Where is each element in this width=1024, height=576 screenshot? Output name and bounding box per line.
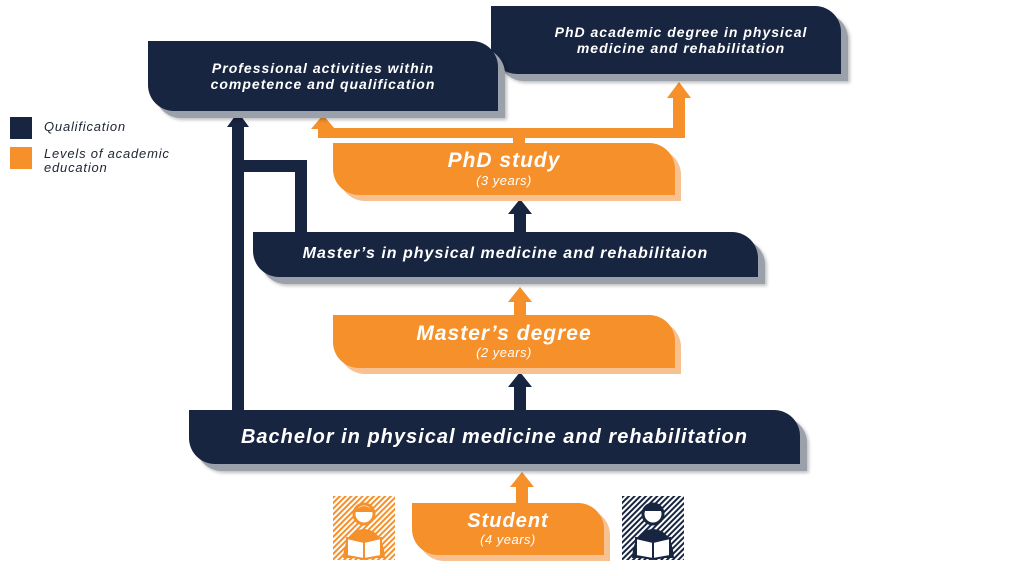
student-title: Student <box>467 510 549 533</box>
masters-degree-duration: (2 years) <box>476 345 532 361</box>
masters-degree-title: Master’s degree <box>416 321 592 345</box>
masters-rehab-label: Master’s in physical medicine and rehabi… <box>302 245 709 263</box>
legend-qualification-label: Qualification <box>44 119 126 134</box>
reading-person-orange-icon <box>333 496 395 560</box>
phd-study-box: PhD study (3 years) <box>333 143 675 195</box>
student-box: Student (4 years) <box>412 503 604 555</box>
phd-study-duration: (3 years) <box>476 172 532 188</box>
legend-levels-label: Levels of academic education <box>44 146 170 175</box>
phd-degree-box: PhD academic degree in physical medicine… <box>491 6 841 74</box>
phd-degree-label: PhD academic degree in physical medicine… <box>554 23 808 56</box>
professional-activities-label: Professional activities within competenc… <box>210 59 436 92</box>
phd-study-title: PhD study <box>447 149 561 173</box>
legend-qualification-swatch <box>10 117 32 139</box>
masters-rehab-box: Master’s in physical medicine and rehabi… <box>253 232 758 277</box>
professional-activities-box: Professional activities within competenc… <box>148 41 498 111</box>
bachelor-label: Bachelor in physical medicine and rehabi… <box>240 425 748 448</box>
student-duration: (4 years) <box>480 532 536 548</box>
masters-degree-box: Master’s degree (2 years) <box>333 315 675 368</box>
reading-person-navy-icon <box>622 496 684 560</box>
bachelor-box: Bachelor in physical medicine and rehabi… <box>189 410 800 464</box>
legend-levels-swatch <box>10 147 32 169</box>
